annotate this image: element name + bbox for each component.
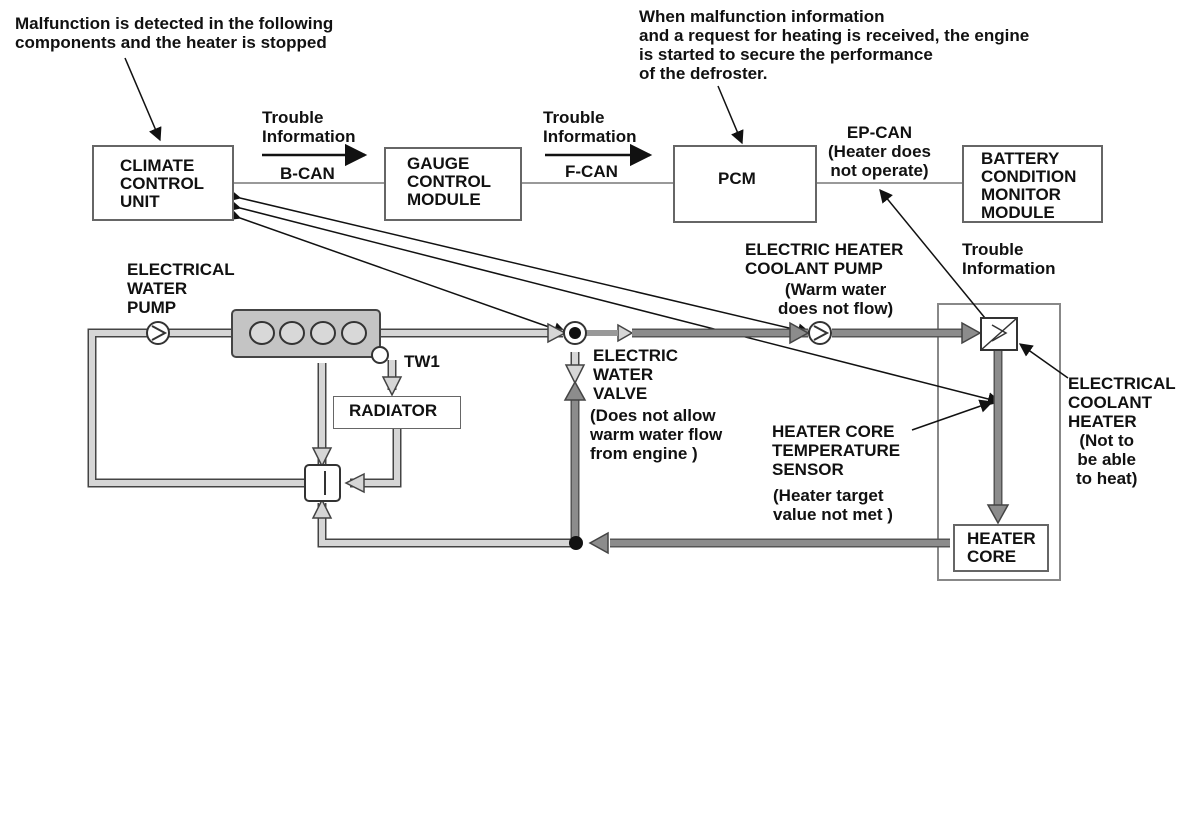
bcan-label: B-CAN <box>280 164 335 183</box>
trouble-info-bcan-label: Trouble Information <box>262 108 356 146</box>
malfunction-note: Malfunction is detected in the following… <box>15 14 334 52</box>
pcm-box <box>673 145 817 223</box>
tw1-label: TW1 <box>404 352 440 371</box>
battery-condition-monitor-label: BATTERY CONDITION MONITOR MODULE <box>981 149 1077 222</box>
gauge-control-module-box <box>384 147 522 221</box>
heater-core-box <box>953 524 1049 572</box>
heater-coolant-pump-symbol <box>808 321 832 345</box>
climate-control-unit-box <box>92 145 234 221</box>
heater-core-label: HEATER CORE <box>967 529 1036 566</box>
trouble-info-fcan-label: Trouble Information <box>543 108 637 146</box>
gauge-control-module-label: GAUGE CONTROL MODULE <box>407 154 492 209</box>
engine-loop-arrowheads <box>311 322 634 519</box>
fcan-label: F-CAN <box>565 162 618 181</box>
battery-condition-monitor-box <box>962 145 1103 223</box>
heater-loop-fill <box>572 330 1001 546</box>
electrical-coolant-heater-symbol <box>980 317 1018 351</box>
callout-sensor <box>911 399 994 431</box>
heater-coolant-pump-note: (Warm water does not flow) <box>778 280 894 318</box>
electrical-coolant-heater-label: ELECTRICAL COOLANT HEATER <box>1068 374 1176 431</box>
pcm-label: PCM <box>718 169 756 188</box>
radiator-box <box>333 396 461 429</box>
climate-control-unit-label: CLIMATE CONTROL UNIT <box>120 156 205 211</box>
electric-water-valve-note: (Does not allow warm water flow from eng… <box>590 406 723 463</box>
tw1-sensor-symbol <box>371 346 389 364</box>
electric-water-valve-symbol <box>563 321 587 345</box>
trouble-info-heater-label: Trouble Information <box>962 240 1056 278</box>
callout-coolant-heater <box>1018 343 1069 379</box>
heater-loop-arrowheads <box>563 321 1010 555</box>
engine-block <box>231 309 381 358</box>
electrical-water-pump-label: ELECTRICAL WATER PUMP <box>127 260 235 317</box>
radiator-label: RADIATOR <box>349 401 438 420</box>
epcan-label: EP-CAN (Heater does not operate) <box>828 123 931 180</box>
engine-loop-fill <box>89 330 578 546</box>
electrical-coolant-heater-note: (Not to be able to heat) <box>1076 431 1138 488</box>
electric-water-valve-label: ELECTRIC WATER VALVE <box>593 346 678 403</box>
engine-start-note: When malfunction information and a reque… <box>639 7 1030 83</box>
thermostat-symbol <box>304 464 341 502</box>
junction-dot <box>569 536 583 550</box>
heater-core-temp-sensor-label: HEATER CORE TEMPERATURE SENSOR <box>772 422 901 479</box>
callout-engine-start <box>717 85 744 145</box>
electrical-water-pump-symbol <box>146 321 170 345</box>
heater-coolant-pump-label: ELECTRIC HEATER COOLANT PUMP <box>745 240 904 278</box>
engine-loop-outline <box>87 328 580 548</box>
callout-malfunction <box>124 57 162 142</box>
heater-core-temp-sensor-note: (Heater target value not met ) <box>773 486 893 524</box>
climate-control-signal-lines <box>226 188 1002 406</box>
